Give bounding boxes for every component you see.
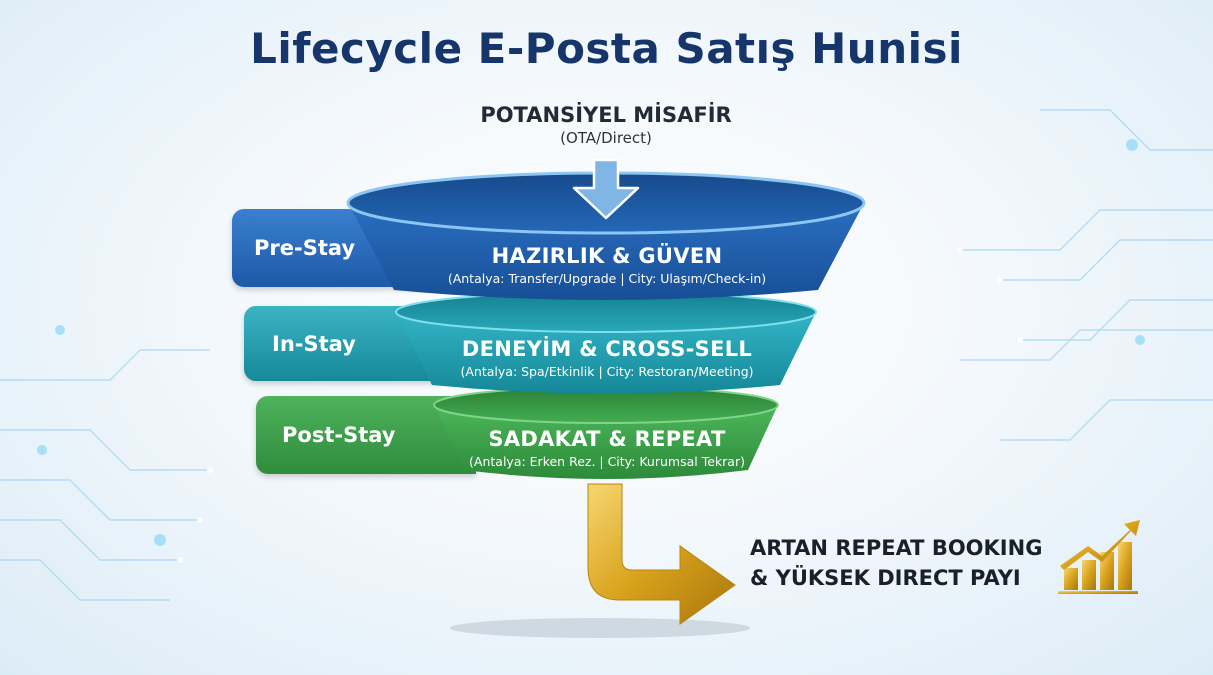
- stage-detail: (Antalya: Spa/Etkinlik | City: Restoran/…: [460, 364, 754, 379]
- entry-label-sub: (OTA/Direct): [560, 129, 652, 147]
- page-title: Lifecycle E-Posta Satış Hunisi: [250, 24, 963, 73]
- funnel-segment-post-stay: [433, 386, 779, 479]
- growth-chart-icon: [1058, 520, 1140, 594]
- stage-heading: SADAKAT & REPEAT: [488, 427, 726, 451]
- stage-pre-stay-content: HAZIRLIK & GÜVEN (Antalya: Transfer/Upgr…: [400, 244, 814, 286]
- funnel-segment-in-stay: [395, 291, 817, 394]
- stage-heading: HAZIRLIK & GÜVEN: [491, 244, 723, 268]
- outcome-label: ARTAN REPEAT BOOKING & YÜKSEK DIRECT PAY…: [750, 533, 1042, 593]
- gold-arrow-icon: [587, 483, 736, 625]
- stage-heading: DENEYİM & CROSS-SELL: [461, 337, 753, 361]
- stage-detail: (Antalya: Transfer/Upgrade | City: Ulaşı…: [447, 271, 767, 286]
- stage-in-stay-content: DENEYİM & CROSS-SELL (Antalya: Spa/Etkin…: [420, 337, 794, 379]
- outcome-line-1: ARTAN REPEAT BOOKING: [750, 536, 1043, 560]
- stage-post-stay-content: SADAKAT & REPEAT (Antalya: Erken Rez. | …: [440, 427, 774, 469]
- entry-label-main: POTANSİYEL MİSAFİR: [480, 103, 732, 127]
- down-arrow-icon: [572, 158, 640, 220]
- stage-detail: (Antalya: Erken Rez. | City: Kurumsal Te…: [469, 454, 745, 469]
- outcome-line-2: & YÜKSEK DIRECT PAYI: [750, 566, 1021, 590]
- entry-label: POTANSİYEL MİSAFİR (OTA/Direct): [356, 103, 856, 147]
